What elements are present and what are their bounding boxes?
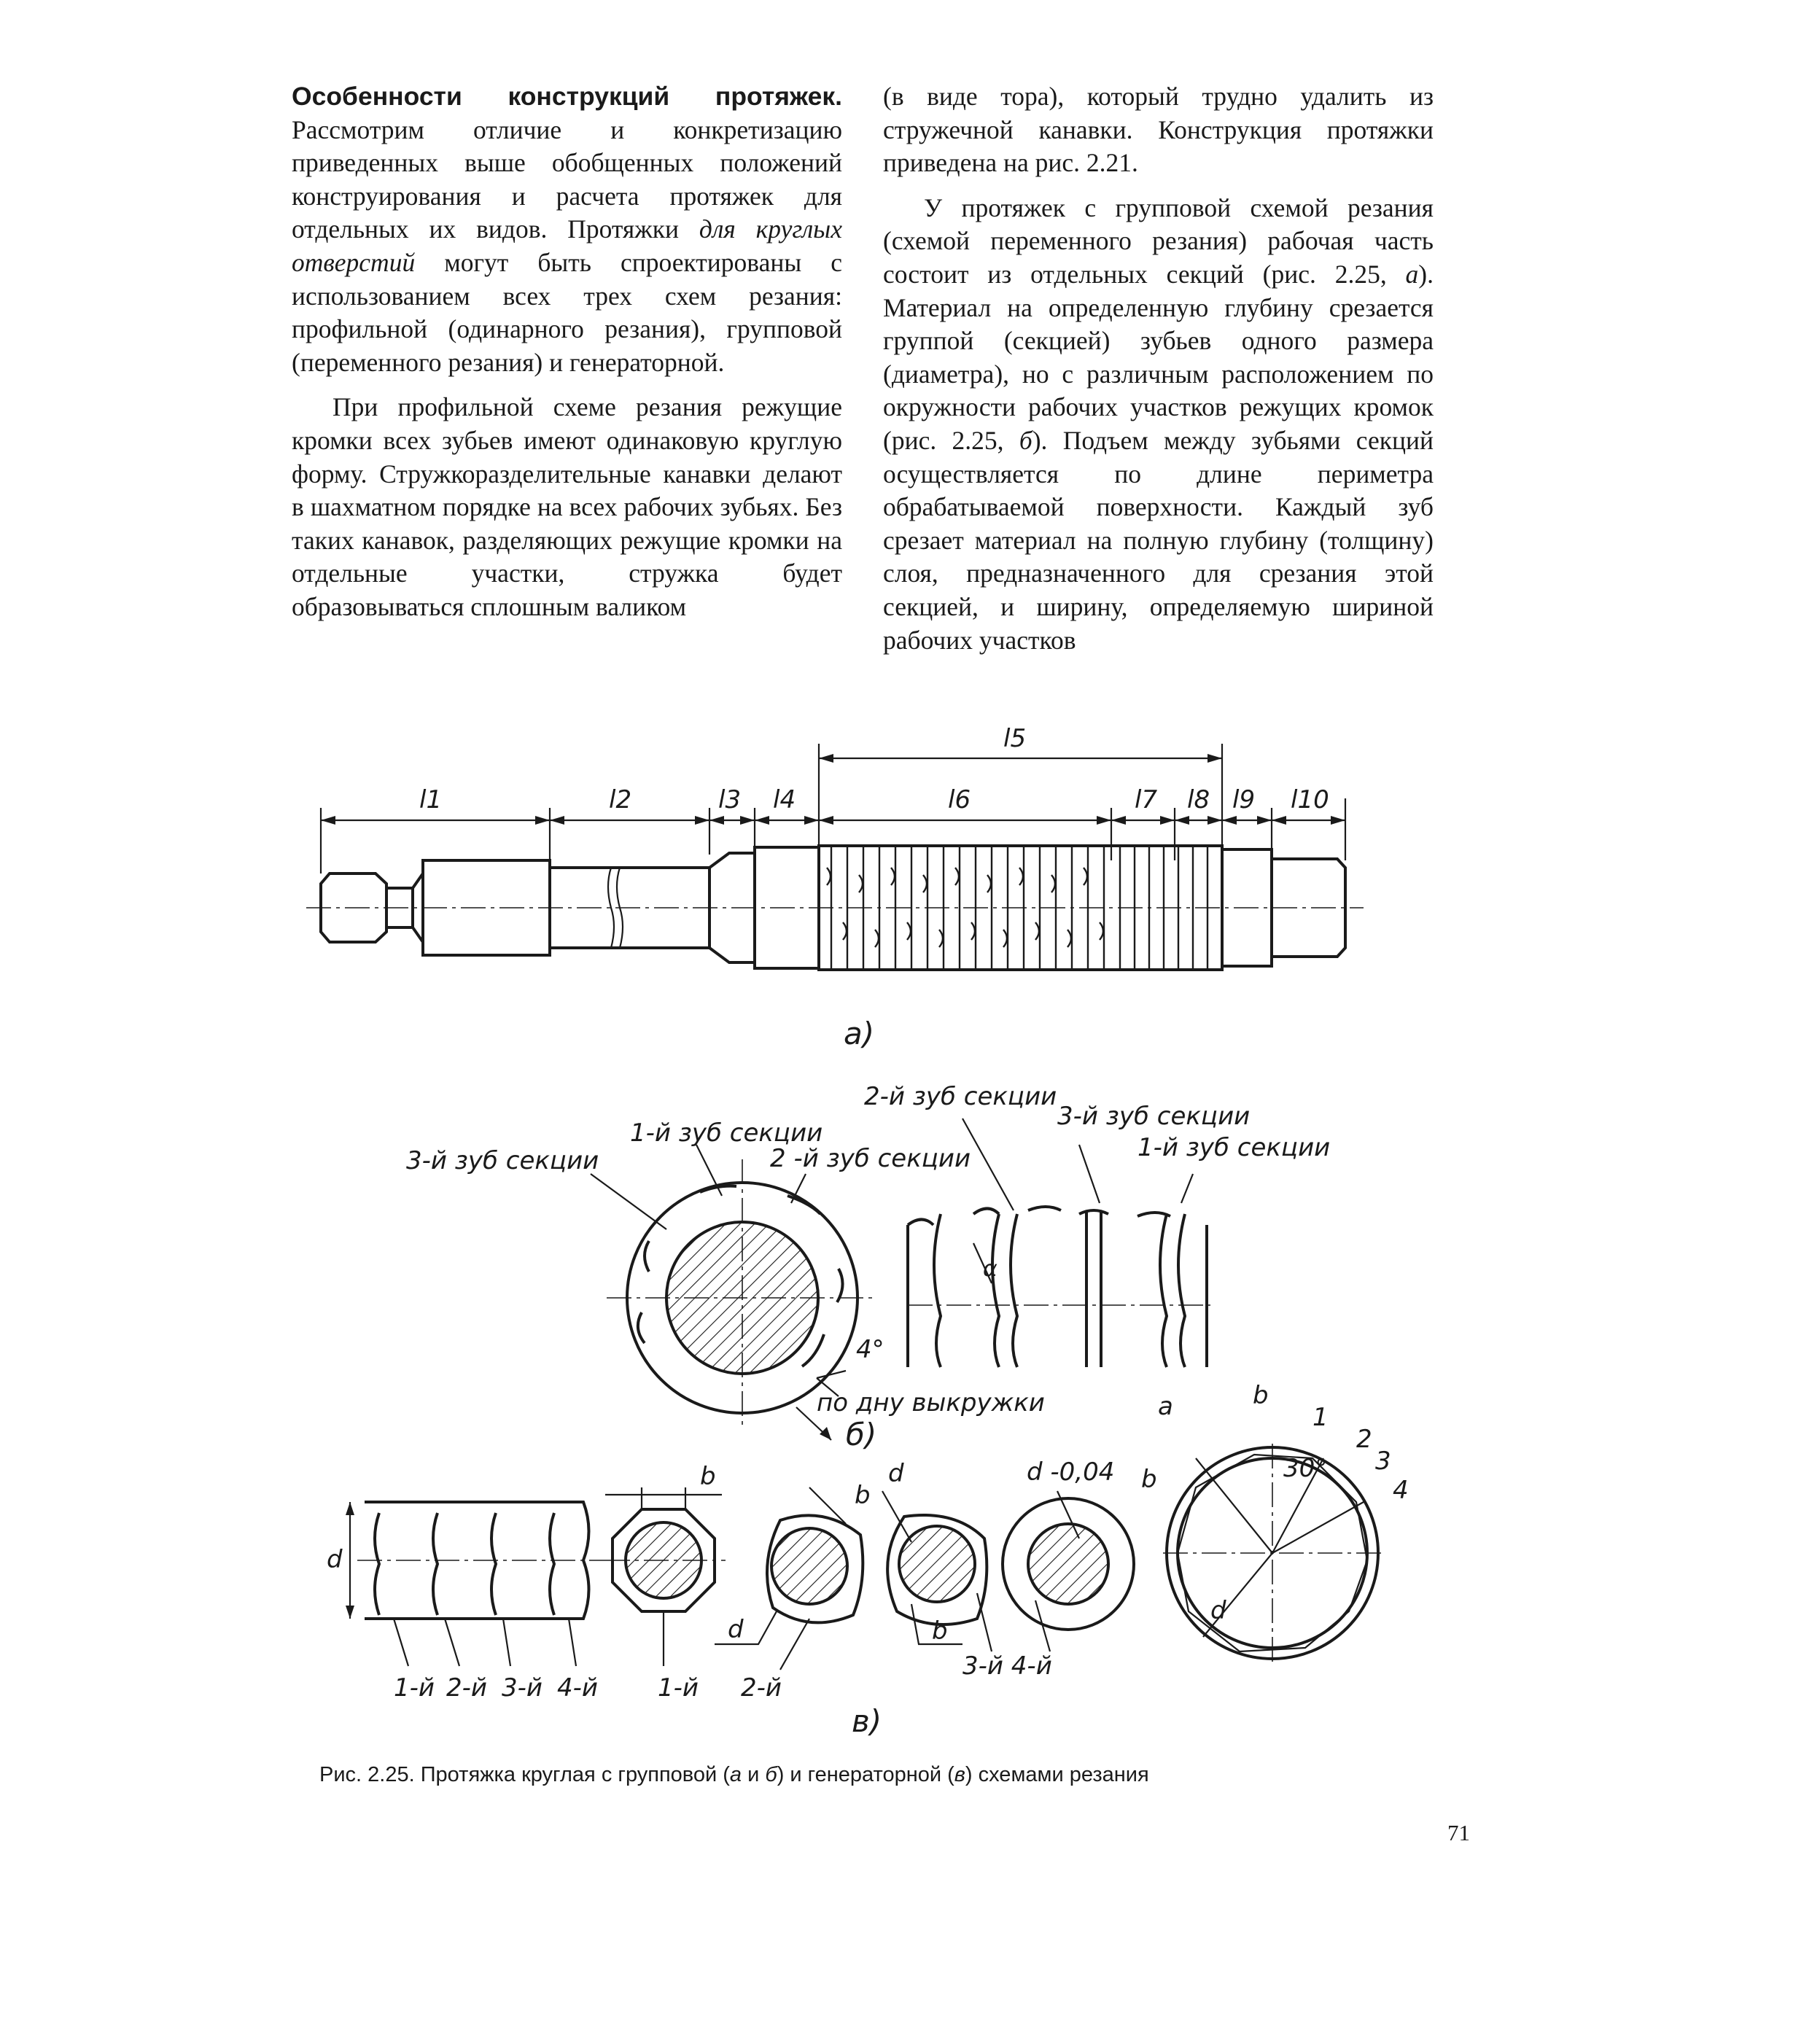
tooth-3-label: 3-й [502, 1673, 542, 1703]
tooth2-top-label: 2-й зуб секции [864, 1082, 1057, 1111]
figure-caption: Рис. 2.25. Протяжка круглая с групповой … [319, 1763, 1149, 1786]
page-number: 71 [1447, 1820, 1470, 1845]
num-1-label: 1 [1312, 1403, 1329, 1432]
section-2-label: 2-й [741, 1673, 782, 1703]
d-minus-label: d -0,04 [1027, 1458, 1114, 1487]
tooth3-right-label: 3-й зуб секции [1057, 1102, 1250, 1131]
paragraph-1: Особенности конструкций протяжек. Рассмо… [292, 80, 842, 379]
b-label-4: b [1253, 1381, 1269, 1410]
sub-figure-label-v: в) [852, 1703, 882, 1739]
dim-l9: l9 [1232, 785, 1255, 814]
paragraph-4-italic-b: б [1019, 425, 1032, 455]
text-column-left: Особенности конструкций протяжек. Рассмо… [292, 80, 842, 636]
dim-l10: l10 [1291, 785, 1329, 814]
dim-l3: l3 [718, 785, 741, 814]
tooth1-right-label: 1-й зуб секции [1138, 1133, 1330, 1162]
tooth-2-label: 2-й [446, 1673, 487, 1703]
sub-figure-label-b: б) [846, 1417, 876, 1452]
paragraph-1-text: Рассмотрим отличие и конкретизацию приве… [292, 114, 842, 244]
section-34-label: 3-й 4-й [962, 1651, 1052, 1681]
text-column-right: (в виде тора), который трудно удалить из… [883, 80, 1434, 669]
d-label-2: d [728, 1615, 744, 1644]
dim-l7: l7 [1135, 785, 1157, 814]
d-label-3: d [888, 1459, 904, 1488]
dim-l1: l1 [419, 785, 442, 814]
angle-30-label: 30° [1283, 1454, 1327, 1483]
b-label-3: b [932, 1616, 948, 1646]
generator-scheme-view: d 1-й 2-й 3-й 4-й b 1-й b d 2-й d b d -0… [327, 1381, 1409, 1739]
dim-l2: l2 [609, 785, 631, 814]
angle-4-label: 4° [856, 1335, 884, 1364]
paragraph-1-italic: для круглых отверстий [292, 214, 842, 277]
paragraph-4-italic-a: а [1405, 259, 1419, 289]
d-label-big: d [1210, 1596, 1226, 1625]
paragraph-4-part-a: У протяжек с групповой схемой резания (с… [883, 192, 1434, 289]
b-label-2: b [855, 1481, 871, 1510]
num-3-label: 3 [1375, 1447, 1391, 1476]
a-label: a [1158, 1392, 1173, 1421]
num-4-label: 4 [1393, 1476, 1409, 1505]
paragraph-3: (в виде тора), который трудно удалить из… [883, 82, 1434, 178]
bottom-note: по дну выкружки [817, 1388, 1045, 1417]
tooth3-left-label: 3-й зуб секции [406, 1146, 599, 1175]
dim-l4: l4 [773, 785, 796, 814]
tooth2-mid-label: 2 -й зуб секции [770, 1144, 971, 1173]
group-scheme-view: 4° по дну выкружки 3-й зуб секции 1-й зу… [406, 1082, 1330, 1452]
dim-l5: l5 [1003, 724, 1026, 753]
paragraph-4-part-b: ). Материал на определенную глубину срез… [883, 259, 1434, 455]
paragraph-2: При профильной схеме резания режущие кро… [292, 392, 842, 621]
broach-side-view: l1 l2 l3 l4 l5 l6 l7 l8 l9 l10 [306, 724, 1364, 1051]
angle-alpha-label: α [983, 1256, 998, 1282]
tooth-1-label: 1-й [394, 1673, 435, 1703]
section-1-label: 1-й [658, 1673, 699, 1703]
dim-l8: l8 [1187, 785, 1210, 814]
tooth-4-label: 4-й [557, 1673, 598, 1703]
b-label-5: b [1141, 1465, 1157, 1494]
paragraph-4-part-c: ). Подъем между зубьями секций осуществл… [883, 425, 1434, 655]
d-label-side: d [327, 1545, 343, 1574]
num-2-label: 2 [1356, 1425, 1372, 1454]
paragraph-1-tail: могут быть спроектированы с использовани… [292, 247, 842, 377]
section-heading: Особенности конструкций протяжек. [292, 82, 842, 111]
b-label-1: b [700, 1462, 716, 1491]
paragraph-4: У протяжек с групповой схемой резания (с… [883, 192, 1434, 657]
tooth1-left-label: 1-й зуб секции [630, 1118, 822, 1148]
dim-l6: l6 [948, 785, 971, 814]
sub-figure-label-a: а) [844, 1016, 874, 1051]
